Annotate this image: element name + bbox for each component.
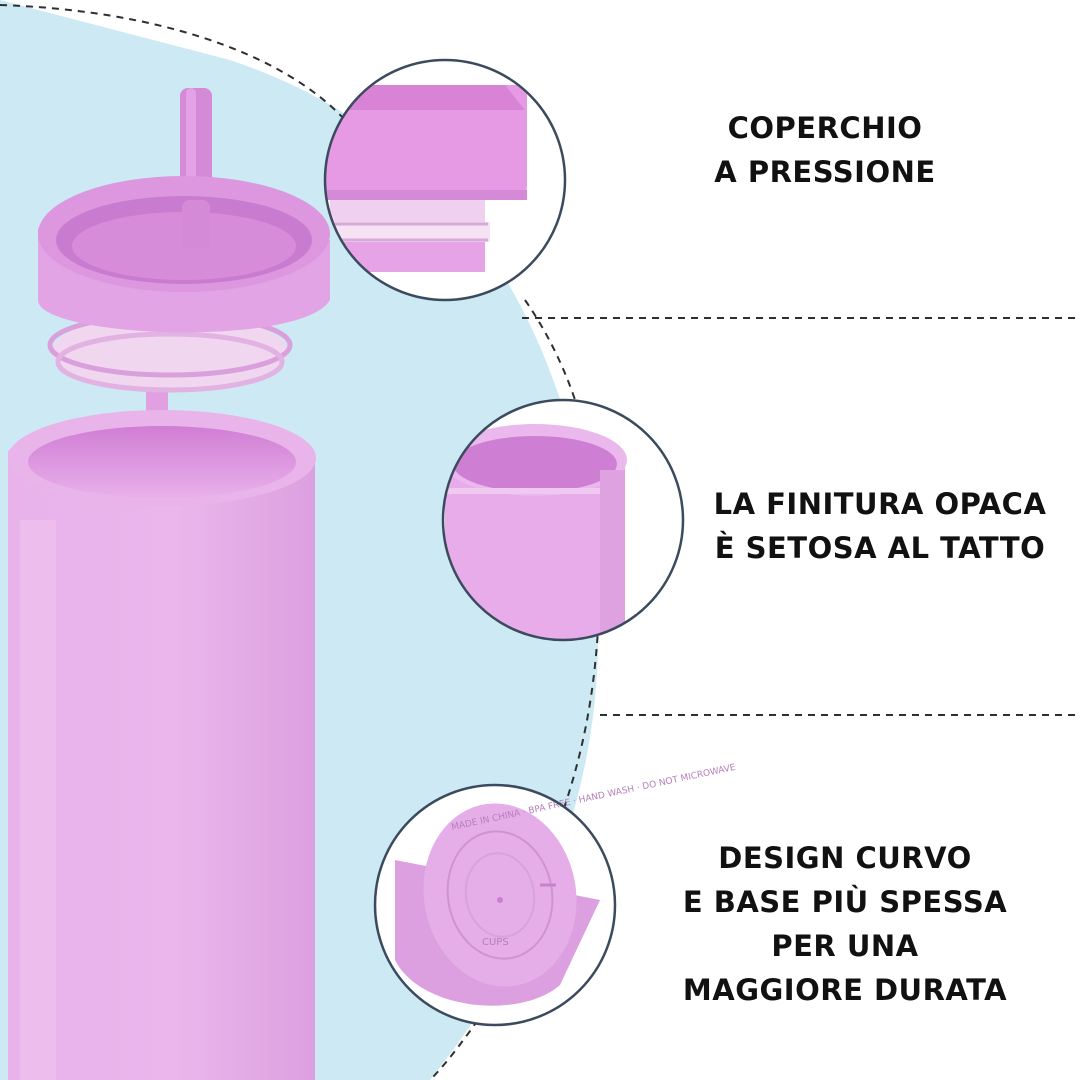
feature-line: DESIGN CURVO	[718, 841, 972, 875]
feature-line: MAGGIORE DURATA	[682, 973, 1008, 1007]
feature-line: COPERCHIO	[727, 111, 923, 145]
feature-title-finish: LA FINITURA OPACA È SETOSA AL TATTO	[700, 482, 1060, 570]
feature-line: A PRESSIONE	[714, 155, 936, 189]
base-stamp-center-text: CUPS	[482, 937, 509, 948]
feature-title-base: DESIGN CURVO E BASE PIÙ SPESSA PER UNA M…	[680, 836, 1010, 1012]
feature-title-lid: COPERCHIO A PRESSIONE	[700, 106, 950, 194]
tumbler-body	[8, 410, 316, 1080]
feature-line: È SETOSA AL TATTO	[714, 531, 1046, 565]
feature-line: LA FINITURA OPACA	[713, 487, 1047, 521]
tumbler-lid	[38, 176, 330, 393]
feature-line: PER UNA	[771, 929, 919, 963]
feature-line: E BASE PIÙ SPESSA	[682, 885, 1008, 919]
lid-closeup-icon	[323, 58, 567, 302]
